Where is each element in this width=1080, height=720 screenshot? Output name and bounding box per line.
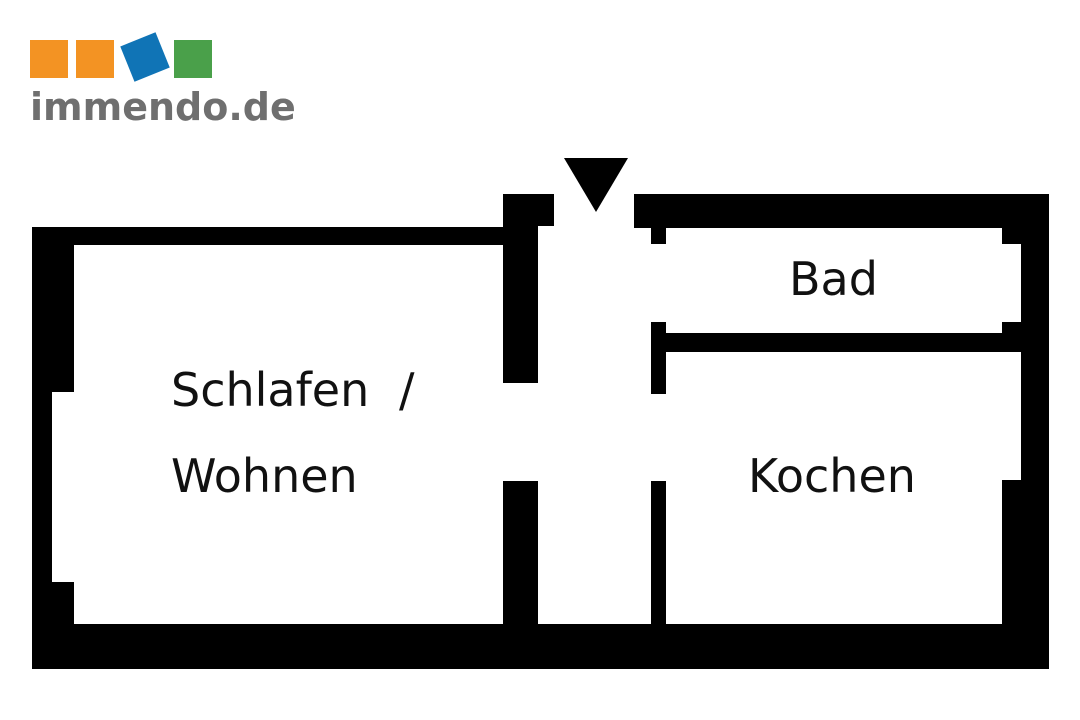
wall-bad-kochen-divider — [651, 333, 1049, 352]
logo-text: immendo.de — [30, 85, 296, 129]
wall-right-bottom-corner — [1002, 480, 1049, 669]
room-label-schlafen: Schlafen — [171, 363, 370, 417]
room-label-bad: Bad — [789, 252, 878, 306]
room-label-wohnen: Wohnen — [171, 449, 358, 503]
logo-square-blue — [120, 32, 170, 82]
wall-outer-bottom — [32, 624, 1049, 669]
wall-outer-top-left — [32, 227, 537, 245]
wall-bad-left-top — [651, 226, 666, 244]
wall-right-inner-top — [1002, 226, 1049, 244]
wall-corridor-left-lower — [503, 481, 538, 669]
logo-square-green — [174, 40, 212, 78]
immendo-logo: immendo.de — [0, 0, 320, 140]
logo-square-orange-2 — [76, 40, 114, 78]
entrance-arrow-down-icon — [564, 158, 628, 212]
logo-square-orange-1 — [30, 40, 68, 78]
wall-outer-top-right — [634, 194, 1049, 228]
room-label-slash: / — [399, 363, 415, 417]
wall-kochen-left — [651, 481, 666, 669]
wall-corridor-left-upper — [503, 194, 538, 383]
wall-outer-left — [32, 227, 52, 669]
room-label-kochen: Kochen — [748, 449, 916, 503]
